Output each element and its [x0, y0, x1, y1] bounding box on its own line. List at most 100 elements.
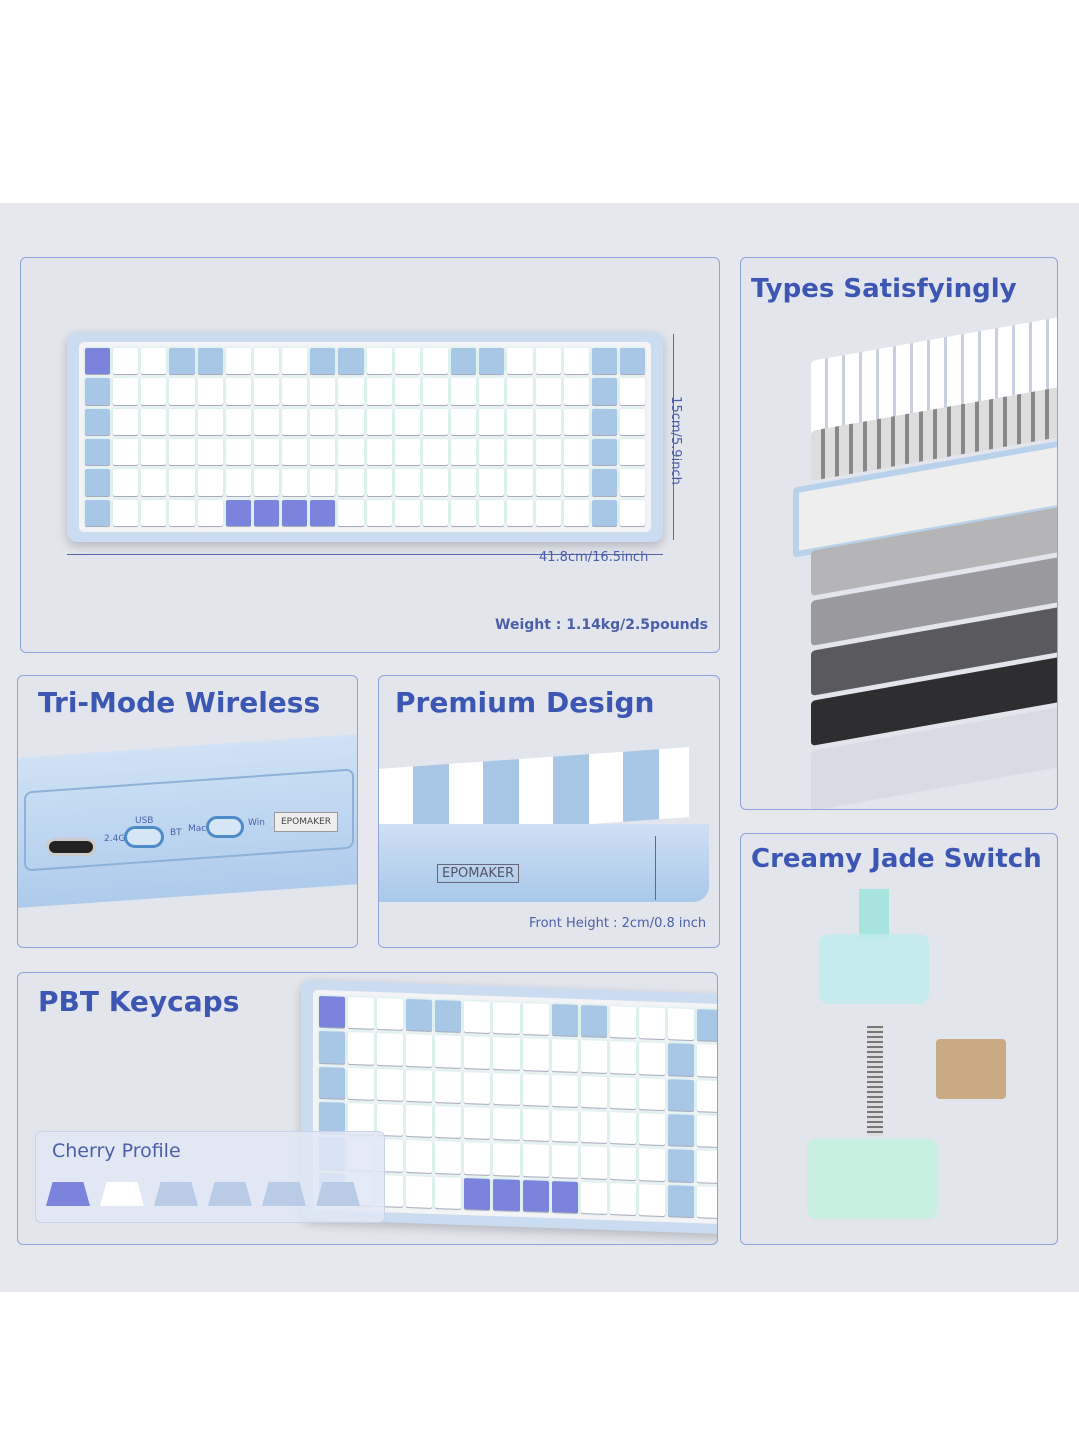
key: [422, 348, 449, 375]
keycap-profile-icon: [100, 1182, 144, 1206]
key: [377, 1033, 404, 1066]
key: [85, 408, 111, 435]
key: [638, 1077, 665, 1111]
key: [197, 438, 223, 466]
label-win: Win: [248, 818, 265, 828]
key: [563, 438, 589, 466]
key: [141, 438, 167, 466]
key: [406, 1069, 433, 1102]
height-dimension-line: [673, 334, 674, 540]
key: [451, 499, 477, 526]
key: [619, 348, 646, 375]
key: [113, 408, 139, 435]
key: [464, 1107, 491, 1140]
key: [551, 1004, 578, 1037]
height-label: 15cm/5.9inch: [667, 396, 683, 485]
types-title: Types Satisfyingly: [751, 274, 1017, 304]
key: [619, 408, 646, 435]
key-row: [85, 408, 646, 435]
key: [225, 378, 251, 405]
key: [591, 408, 617, 435]
key: [507, 438, 533, 466]
key: [609, 1147, 636, 1180]
key: [667, 1149, 695, 1182]
key-row: [85, 438, 646, 466]
key: [253, 348, 280, 375]
switch-stem: [859, 889, 889, 939]
key: [282, 499, 308, 526]
key: [319, 1031, 346, 1064]
key: [406, 1034, 433, 1067]
key: [366, 348, 392, 375]
key: [435, 1035, 462, 1068]
label-mac: Mac: [188, 824, 207, 834]
brand-logo: EPOMAKER: [437, 864, 520, 883]
key: [310, 408, 336, 435]
key: [619, 499, 646, 526]
key: [394, 438, 420, 466]
key: [197, 348, 223, 375]
key: [169, 348, 195, 375]
keyboard-image: [67, 332, 663, 542]
key: [580, 1005, 607, 1038]
wireless-title: Tri-Mode Wireless: [38, 686, 321, 719]
key: [169, 378, 195, 405]
key: [522, 1073, 549, 1106]
key: [435, 1176, 462, 1209]
key: [406, 1140, 433, 1173]
key: [638, 1007, 665, 1040]
key: [422, 469, 449, 496]
key: [422, 378, 449, 405]
switch-title: Creamy Jade Switch: [751, 844, 1042, 874]
keycap-profile-icon: [262, 1182, 306, 1206]
key: [580, 1111, 607, 1144]
key: [667, 1114, 695, 1147]
key: [113, 378, 139, 405]
key: [253, 438, 280, 466]
switch-panel: Creamy Jade Switch: [740, 833, 1058, 1245]
key-row: [85, 348, 646, 375]
key: [435, 1105, 462, 1139]
brand-badge: EPOMAKER: [274, 812, 338, 832]
key: [535, 499, 561, 526]
key: [551, 1145, 578, 1178]
mode-switch[interactable]: [124, 826, 164, 848]
key: [422, 408, 449, 435]
key: [310, 348, 336, 375]
key: [366, 438, 392, 466]
key: [619, 469, 646, 496]
key: [85, 378, 111, 405]
key: [507, 378, 533, 405]
key: [667, 1184, 695, 1218]
key: [310, 469, 336, 496]
key: [253, 378, 280, 405]
key: [282, 408, 308, 435]
key: [282, 378, 308, 405]
usb-c-port: [46, 838, 96, 856]
key: [113, 348, 139, 375]
key: [667, 1043, 695, 1076]
key: [479, 378, 505, 405]
key: [338, 438, 364, 466]
key: [551, 1110, 578, 1143]
key: [225, 499, 251, 526]
key: [609, 1006, 636, 1039]
key: [697, 1009, 717, 1042]
key: [580, 1075, 607, 1108]
key: [366, 499, 392, 526]
os-switch[interactable]: [206, 816, 244, 838]
width-label: 41.8cm/16.5inch: [539, 550, 649, 565]
key: [535, 469, 561, 496]
key: [619, 378, 646, 405]
dimensions-panel: 41.8cm/16.5inch 15cm/5.9inch Weight : 1.…: [20, 257, 720, 653]
key: [493, 1072, 520, 1105]
key: [394, 499, 420, 526]
key: [348, 1032, 375, 1065]
key: [609, 1041, 636, 1074]
key: [319, 1066, 346, 1099]
key: [697, 1150, 717, 1183]
key: [464, 1142, 491, 1175]
premium-title: Premium Design: [395, 686, 655, 719]
key: [591, 469, 617, 496]
label-usb: USB: [135, 816, 154, 826]
